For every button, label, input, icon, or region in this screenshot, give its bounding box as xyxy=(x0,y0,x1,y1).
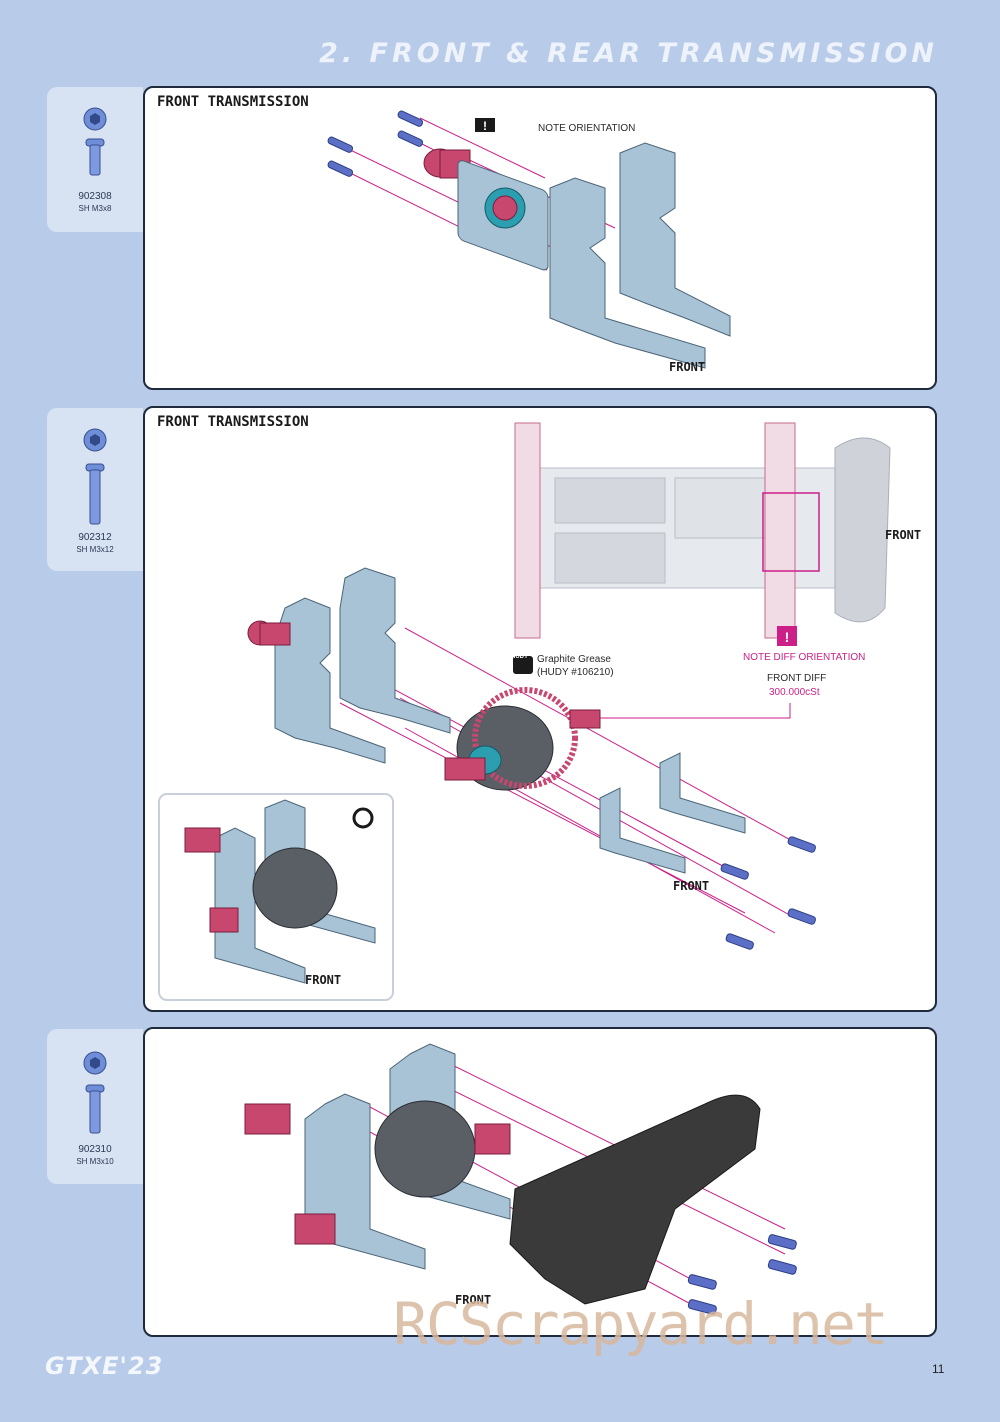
part-spec: SH M3x12 xyxy=(76,545,114,554)
part-number: 902308 xyxy=(78,191,112,202)
svg-text:!: ! xyxy=(785,629,790,645)
part-number: 902312 xyxy=(78,532,112,543)
grease-brand: HUDY xyxy=(511,654,529,660)
note-diff-orientation: NOTE DIFF ORIENTATION xyxy=(743,652,866,663)
screw-icon xyxy=(83,428,107,525)
step-title: FRONT TRANSMISSION xyxy=(157,94,309,110)
step-panel-3: FRONT xyxy=(143,1027,937,1337)
front-label-parts: FRONT xyxy=(673,879,710,893)
step-panel-1: FRONT TRANSMISSION ! NOTE ORIENTATION xyxy=(143,86,937,390)
step-title: FRONT TRANSMISSION xyxy=(157,414,309,430)
grease-part-number: (HUDY #106210) xyxy=(537,667,614,678)
sidebar-box-screw-3: 902310 SH M3x10 xyxy=(47,1029,143,1184)
screw-icon xyxy=(83,107,107,176)
front-label: FRONT xyxy=(669,360,706,374)
part-spec: SH M3x10 xyxy=(76,1157,114,1166)
part-number: 902310 xyxy=(78,1144,112,1155)
product-logo: GTXE'23 xyxy=(45,1352,164,1380)
exploded-diagram-front-bulkheads: ! xyxy=(327,110,731,369)
front-label-inset: FRONT xyxy=(305,973,342,987)
front-label: FRONT xyxy=(455,1293,492,1307)
step-panel-2: FRONT TRANSMISSION ! xyxy=(143,406,937,1012)
front-diff-label: FRONT DIFF xyxy=(767,673,827,684)
exploded-diagram-front-diff: ! xyxy=(158,422,891,1001)
page-header-title: 2. FRONT & REAR TRANSMISSION xyxy=(319,38,938,69)
diff-oil-viscosity: 300.000cSt xyxy=(769,687,820,698)
page-number: 11 xyxy=(932,1362,945,1376)
sidebar-box-screw-1: 902308 SH M3x8 xyxy=(47,87,143,232)
screw-icon xyxy=(83,1051,107,1134)
front-label-chassis: FRONT xyxy=(885,528,922,542)
watermark: RCScrapyard.net xyxy=(393,1290,889,1358)
exploded-diagram-front-brace xyxy=(244,1043,797,1315)
grease-name: Graphite Grease xyxy=(537,654,611,665)
sidebar-box-screw-2: 902312 SH M3x12 xyxy=(47,408,143,571)
note-orientation: NOTE ORIENTATION xyxy=(538,123,636,134)
part-spec: SH M3x8 xyxy=(78,204,112,213)
svg-text:!: ! xyxy=(483,119,487,133)
